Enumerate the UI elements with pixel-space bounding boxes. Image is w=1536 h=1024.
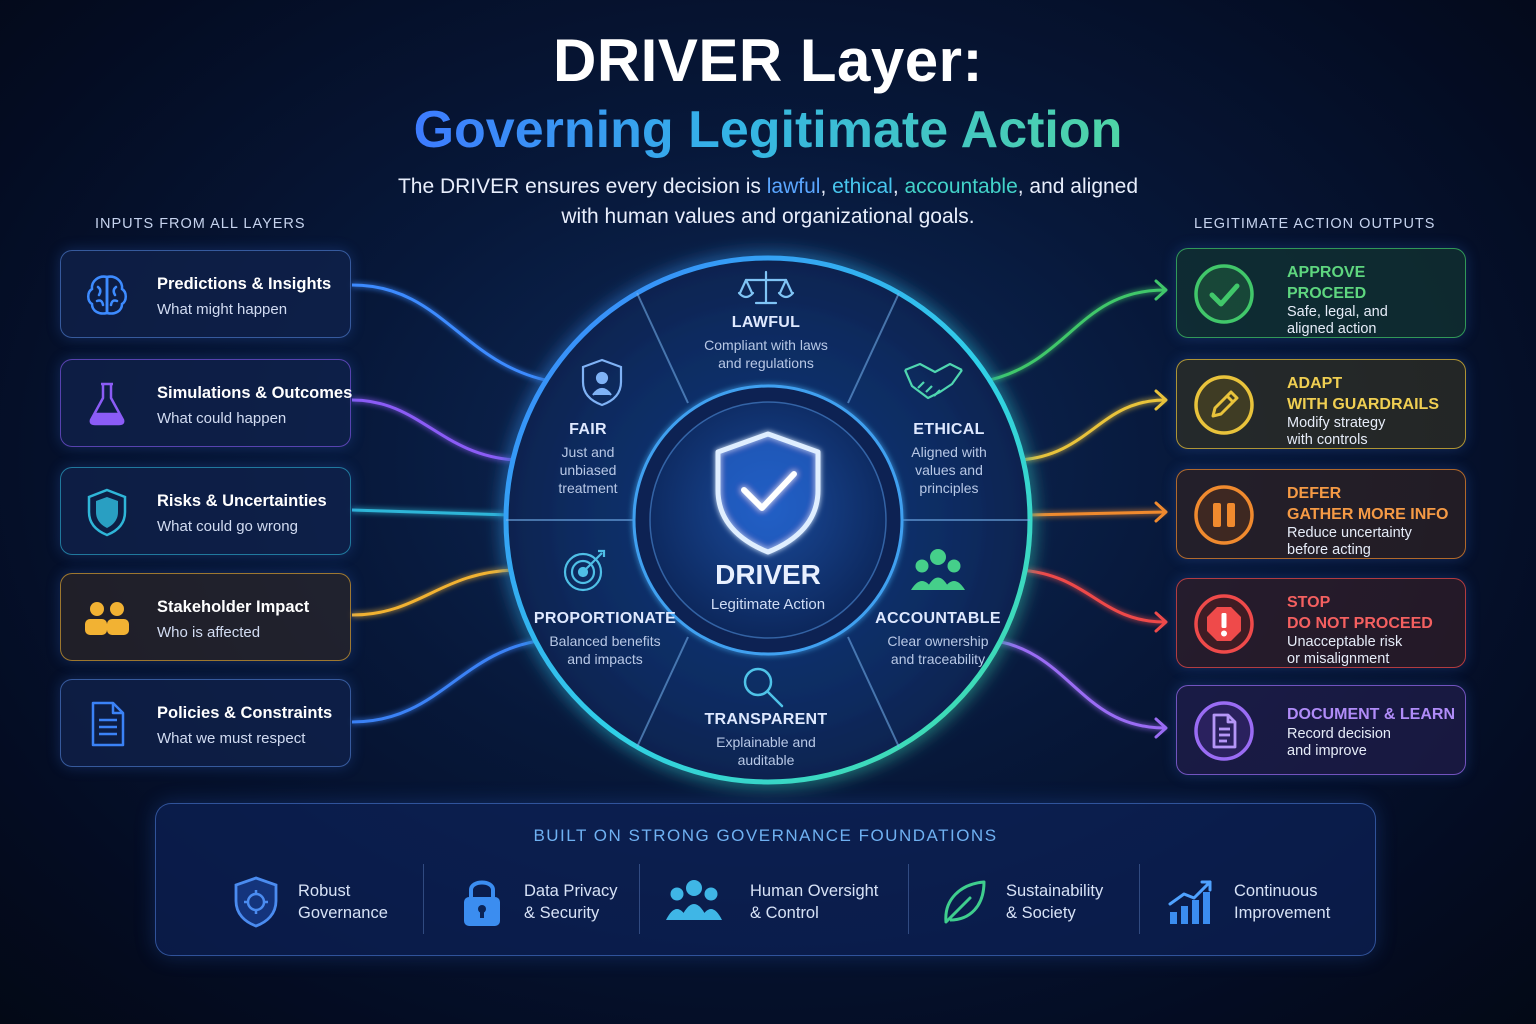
pencil-icon bbox=[1194, 375, 1254, 435]
tagline: The DRIVER ensures every decision is law… bbox=[397, 175, 1139, 228]
shield-icon bbox=[87, 488, 127, 537]
input-card-simulations[interactable]: Simulations & Outcomes What could happen bbox=[60, 359, 352, 447]
pause-icon bbox=[1194, 485, 1254, 545]
connector-risks bbox=[351, 508, 511, 517]
leaf-icon bbox=[944, 880, 986, 924]
connector-approve bbox=[989, 288, 1166, 382]
inputs-heading: INPUTS FROM ALL LAYERS bbox=[95, 216, 306, 232]
gov-shield-icon bbox=[234, 876, 278, 928]
input-card-policies[interactable]: Policies & Constraints What we must resp… bbox=[60, 679, 351, 767]
input-card-stakeholder[interactable]: Stakeholder Impact Who is affected bbox=[60, 573, 351, 661]
handshake-icon bbox=[903, 362, 963, 400]
driver-shield-icon bbox=[715, 431, 821, 555]
growth-chart-icon bbox=[1168, 880, 1212, 924]
oversight-people-icon bbox=[666, 880, 722, 920]
connector-stop bbox=[1019, 568, 1166, 624]
segment-dividers bbox=[506, 292, 1030, 748]
input-card-predictions[interactable]: Predictions & Insights What might happen bbox=[60, 250, 351, 338]
connector-adapt bbox=[1019, 398, 1166, 462]
connector-policies bbox=[351, 638, 546, 724]
foundations-panel: BUILT ON STRONG GOVERNANCE FOUNDATIONS R… bbox=[155, 803, 1376, 956]
outputs-heading: LEGITIMATE ACTION OUTPUTS bbox=[1194, 216, 1436, 232]
check-icon bbox=[1194, 264, 1254, 324]
lock-icon bbox=[464, 880, 500, 926]
connector-stakeholder bbox=[351, 568, 516, 617]
connector-simulations bbox=[351, 398, 516, 462]
output-connectors bbox=[989, 288, 1166, 730]
file-icon bbox=[1194, 701, 1254, 761]
shield-person-icon bbox=[581, 358, 623, 407]
brain-icon bbox=[87, 275, 127, 315]
output-arrowheads bbox=[1154, 279, 1168, 739]
foundations-heading: BUILT ON STRONG GOVERNANCE FOUNDATIONS bbox=[533, 826, 998, 845]
scales-icon bbox=[737, 270, 795, 305]
input-connectors bbox=[351, 283, 546, 724]
people-icon bbox=[85, 602, 129, 635]
stop-icon bbox=[1194, 594, 1254, 654]
input-card-risks[interactable]: Risks & Uncertainties What could go wron… bbox=[60, 467, 351, 555]
page-title: DRIVER Layer: bbox=[553, 27, 983, 94]
team-icon bbox=[911, 549, 965, 590]
flask-icon bbox=[89, 382, 125, 426]
driver-subtitle: Legitimate Action bbox=[711, 596, 825, 613]
magnifier-icon bbox=[743, 667, 784, 708]
connector-document bbox=[989, 638, 1166, 730]
page-subtitle: Governing Legitimate Action bbox=[413, 101, 1123, 159]
target-icon bbox=[563, 549, 606, 592]
document-icon bbox=[91, 701, 125, 747]
connector-defer bbox=[1027, 510, 1166, 517]
driver-title: DRIVER bbox=[715, 559, 821, 590]
connector-predictions bbox=[351, 283, 546, 382]
